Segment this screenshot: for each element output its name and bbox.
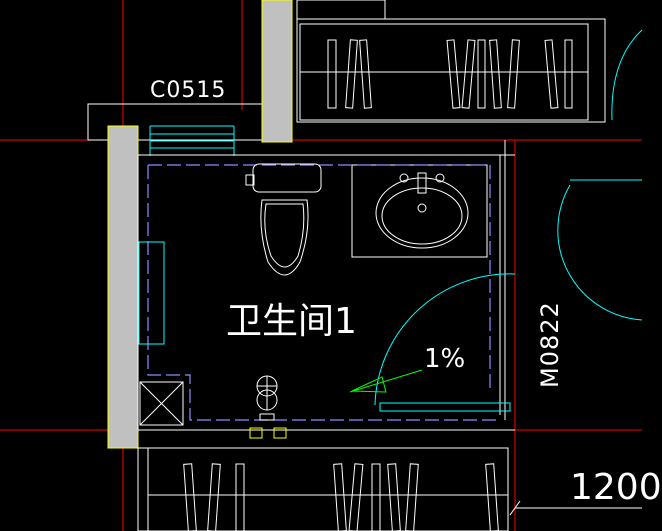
wall-left xyxy=(107,125,139,449)
room-dashed-boundary-lower xyxy=(147,165,500,421)
shaft-cross-icon xyxy=(139,381,184,426)
floor-drain-icon xyxy=(256,375,278,421)
toilet-icon xyxy=(245,163,322,276)
door-arc-top xyxy=(611,29,643,121)
window-side xyxy=(138,241,165,345)
room-label: 卫生间1 xyxy=(226,301,357,342)
slope-arrow xyxy=(349,369,423,393)
washbasin-icon xyxy=(375,172,469,249)
window-c0515 xyxy=(149,125,235,156)
bottom-wardrobe xyxy=(137,447,509,531)
dimension-label: 1200 xyxy=(570,467,662,508)
room-dashed-boundary xyxy=(148,164,491,393)
cad-floor-plan xyxy=(0,0,643,531)
window-label: C0515 xyxy=(150,78,227,103)
wardrobe-icon xyxy=(299,23,589,121)
wall-column-top xyxy=(261,0,293,143)
floor-pipe-b xyxy=(273,427,287,439)
floor-pipe-a xyxy=(249,427,263,439)
door-arc-right xyxy=(557,184,643,321)
door-label: M0822 xyxy=(536,301,564,388)
axis-grid xyxy=(0,0,642,531)
slope-label: 1% xyxy=(424,344,466,374)
door-swing-icon xyxy=(374,273,516,412)
room-outline xyxy=(137,140,515,431)
top-structures xyxy=(87,0,606,141)
dimension-line xyxy=(509,500,642,516)
